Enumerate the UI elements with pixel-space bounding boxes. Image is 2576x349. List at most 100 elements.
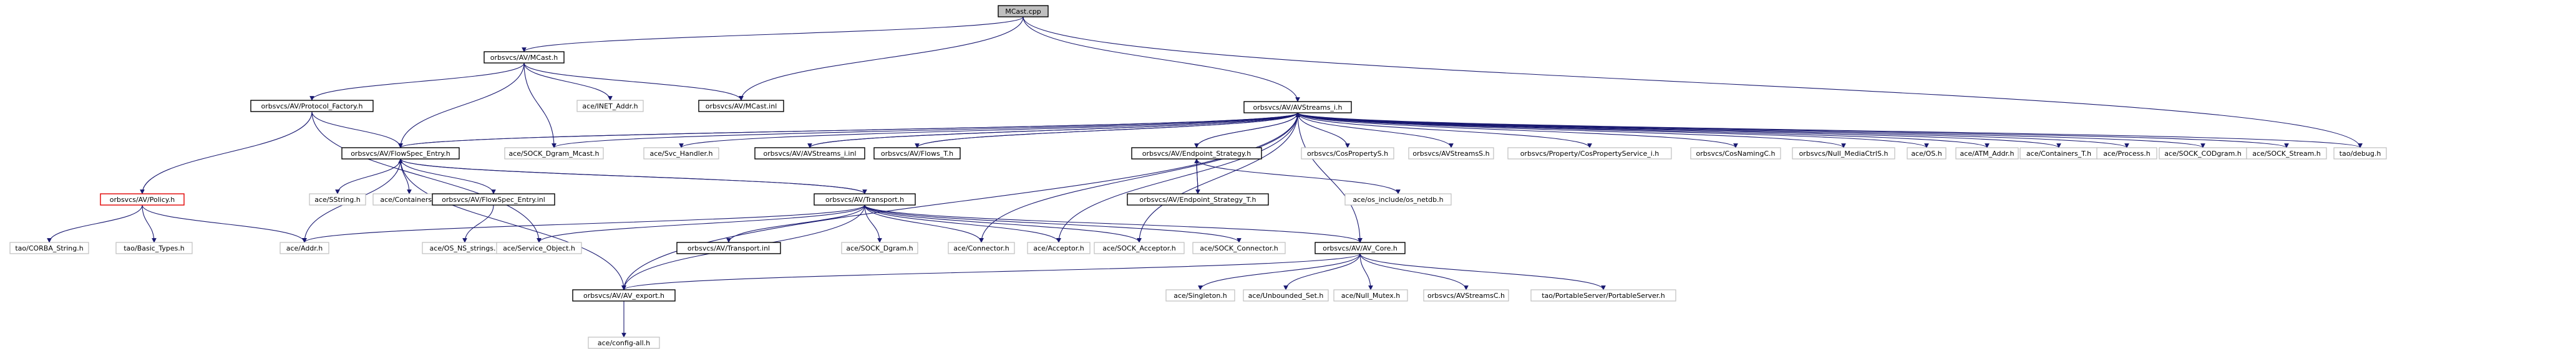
node-acceptor-h[interactable]: ace/Acceptor.h: [1027, 242, 1091, 254]
edge-avstreams-i-h-to-tao-debug-h: [1297, 112, 2363, 148]
node-corba-string-h[interactable]: tao/CORBA_String.h: [9, 242, 89, 254]
node-label: ace/Service_Object.h: [503, 244, 575, 252]
edge-avstreams-i-h-to-containers-t-h: [1297, 112, 2061, 148]
node-flowspec-entry-h[interactable]: orbsvcs/AV/FlowSpec_Entry.h: [341, 147, 460, 160]
node-box: [814, 193, 916, 206]
node-sock-dgram-mcast-h[interactable]: ace/SOCK_Dgram_Mcast.h: [504, 147, 604, 160]
node-connector-h[interactable]: ace/Connector.h: [948, 242, 1015, 254]
edge-av-core-h-to-av-export-h: [621, 253, 1361, 290]
node-label: orbsvcs/AV/Endpoint_Strategy_T.h: [1140, 196, 1256, 204]
edge-mcast-h-to-mcast-inl: [523, 62, 744, 101]
node-process-h[interactable]: ace/Process.h: [2096, 147, 2157, 160]
edge-layer: [47, 16, 2363, 338]
node-basic-types-h[interactable]: tao/Basic_Types.h: [115, 242, 193, 254]
node-label: ace/Singleton.h: [1174, 292, 1227, 300]
edge-avstreams-i-h-to-flowspec-entry-h: [398, 112, 1298, 148]
node-box: [100, 193, 185, 206]
node-sock-dgram-h[interactable]: ace/SOCK_Dgram.h: [841, 242, 918, 254]
node-label: orbsvcs/AV/Protocol_Factory.h: [261, 102, 363, 110]
node-sstring-h[interactable]: ace/SString.h: [309, 193, 366, 206]
edge-flows-t-h-to-avstreams-i-h: [916, 112, 1300, 148]
node-mcast-h[interactable]: orbsvcs/AV/MCast.h: [484, 51, 565, 64]
node-box: [432, 193, 555, 206]
node-transport-h[interactable]: orbsvcs/AV/Transport.h: [814, 193, 916, 206]
node-endpoint-strategy-t-h[interactable]: orbsvcs/AV/Endpoint_Strategy_T.h: [1127, 193, 1269, 206]
node-label: ace/Acceptor.h: [1033, 244, 1084, 252]
node-box: [1131, 147, 1262, 160]
node-label: ace/Svc_Handler.h: [649, 150, 712, 158]
edge-avstreams-i-inl-to-avstreams-i-h: [809, 112, 1300, 148]
node-avstreams-i-inl[interactable]: orbsvcs/AV/AVStreams_i.inl: [754, 147, 865, 160]
node-av-core-h[interactable]: orbsvcs/AV/AV_Core.h: [1315, 242, 1406, 254]
node-box: [873, 147, 961, 160]
edge-avstreams-i-h-to-atm-addr-h: [1297, 112, 1990, 148]
node-policy-h[interactable]: orbsvcs/AV/Policy.h: [100, 193, 185, 206]
node-addr-h[interactable]: ace/Addr.h: [279, 242, 329, 254]
node-label: orbsvcs/AV/AV_export.h: [583, 292, 664, 300]
edge-policy-h-to-corba-string-h: [47, 204, 143, 243]
node-sock-acceptor-h[interactable]: ace/SOCK_Acceptor.h: [1094, 242, 1185, 254]
node-flowspec-entry-inl[interactable]: orbsvcs/AV/FlowSpec_Entry.inl: [432, 193, 555, 206]
node-containers-t-h[interactable]: ace/Containers_T.h: [2019, 147, 2098, 160]
node-cospropertyservice-i-h[interactable]: orbsvcs/Property/CosPropertyService_i.h: [1507, 147, 1672, 160]
edge-transport-h-to-acceptor-h: [864, 204, 1061, 243]
node-null-mutex-h[interactable]: ace/Null_Mutex.h: [1333, 289, 1408, 302]
edge-mcast-h-to-inet-addr-h: [523, 62, 613, 101]
node-avstreams-i-h[interactable]: orbsvcs/AV/AVStreams_i.h: [1243, 101, 1352, 113]
node-label: tao/Basic_Types.h: [124, 244, 185, 252]
node-av-export-h[interactable]: orbsvcs/AV/AV_export.h: [572, 289, 676, 302]
node-config-all-h[interactable]: ace/config-all.h: [588, 337, 660, 349]
node-label: orbsvcs/AV/FlowSpec_Entry.inl: [442, 196, 545, 204]
node-avstreams-c-h[interactable]: orbsvcs/AVStreamsC.h: [1423, 289, 1509, 302]
node-svc-handler-h[interactable]: ace/Svc_Handler.h: [643, 147, 719, 160]
node-box: [572, 289, 676, 302]
node-box: [309, 193, 366, 206]
node-unbounded-set-h[interactable]: ace/Unbounded_Set.h: [1243, 289, 1329, 302]
edge-mcast-cpp-to-tao-debug-h: [1023, 16, 2363, 148]
edge-avstreams-i-h-to-sock-acceptor-h: [1137, 112, 1298, 243]
node-mcast-inl[interactable]: orbsvcs/AV/MCast.inl: [698, 100, 784, 112]
node-label: ace/Process.h: [2103, 150, 2150, 158]
node-box: [754, 147, 865, 160]
edge-av-core-h-to-singleton-h: [1198, 253, 1361, 290]
node-mcast-cpp[interactable]: MCast.cpp: [998, 5, 1049, 17]
edge-avstreams-i-h-to-cosnaming-c-h: [1297, 112, 1738, 148]
node-label: orbsvcs/AV/AVStreams_i.h: [1253, 103, 1343, 112]
node-box: [1907, 147, 1947, 160]
node-box: [115, 242, 193, 254]
node-tao-debug-h[interactable]: tao/debug.h: [2333, 147, 2387, 160]
edge-avstreams-i-h-to-connector-h: [979, 112, 1298, 243]
node-avstreams-s-h[interactable]: orbsvcs/AVStreamsS.h: [1408, 147, 1494, 160]
node-service-object-h[interactable]: ace/Service_Object.h: [496, 242, 582, 254]
node-cosnaming-c-h[interactable]: orbsvcs/CosNamingC.h: [1690, 147, 1781, 160]
node-label: tao/CORBA_String.h: [15, 244, 83, 252]
node-containers-h[interactable]: ace/Containers.h: [372, 193, 446, 206]
node-sock-stream-h[interactable]: ace/SOCK_Stream.h: [2246, 147, 2327, 160]
edge-mcast-cpp-to-mcast-inl: [739, 16, 1024, 101]
node-sock-codgram-h[interactable]: ace/SOCK_CODgram.h: [2159, 147, 2247, 160]
node-os-include-netdb-h[interactable]: ace/os_include/os_netdb.h: [1344, 193, 1452, 206]
node-os-h[interactable]: ace/OS.h: [1907, 147, 1947, 160]
node-label: orbsvcs/AV/Policy.h: [110, 196, 175, 204]
node-protocol-factory-h[interactable]: orbsvcs/AV/Protocol_Factory.h: [250, 100, 374, 112]
node-label: ace/SOCK_Stream.h: [2252, 150, 2321, 158]
node-label: orbsvcs/AV/AV_Core.h: [1323, 244, 1397, 252]
node-inet-addr-h[interactable]: ace/INET_Addr.h: [576, 100, 644, 112]
node-flows-t-h[interactable]: orbsvcs/AV/Flows_T.h: [873, 147, 961, 160]
edge-transport-h-to-transport-inl: [726, 204, 865, 243]
node-transport-inl[interactable]: orbsvcs/AV/Transport.inl: [676, 242, 781, 254]
node-cosproperty-s-h[interactable]: orbsvcs/CosPropertyS.h: [1301, 147, 1394, 160]
node-endpoint-strategy-h[interactable]: orbsvcs/AV/Endpoint_Strategy.h: [1131, 147, 1262, 160]
edge-endpoint-strategy-h-to-os-include-netdb-h: [1196, 158, 1401, 194]
edge-protocol-factory-h-to-service-object-h: [311, 111, 542, 243]
node-os-ns-strings-h[interactable]: ace/OS_NS_strings.h: [422, 242, 508, 254]
node-atm-addr-h[interactable]: ace/ATM_Addr.h: [1955, 147, 2019, 160]
node-box: [1192, 242, 1286, 254]
node-sock-connector-h[interactable]: ace/SOCK_Connector.h: [1192, 242, 1286, 254]
node-singleton-h[interactable]: ace/Singleton.h: [1165, 289, 1235, 302]
node-label: orbsvcs/AVStreamsS.h: [1412, 150, 1489, 158]
node-portableserver-h[interactable]: tao/PortableServer/PortableServer.h: [1530, 289, 1676, 302]
node-null-mediactrl-s-h[interactable]: orbsvcs/Null_MediaCtrlS.h: [1792, 147, 1895, 160]
edge-av-core-h-to-null-mutex-h: [1359, 253, 1373, 290]
edge-transport-h-to-av-core-h: [864, 204, 1363, 243]
